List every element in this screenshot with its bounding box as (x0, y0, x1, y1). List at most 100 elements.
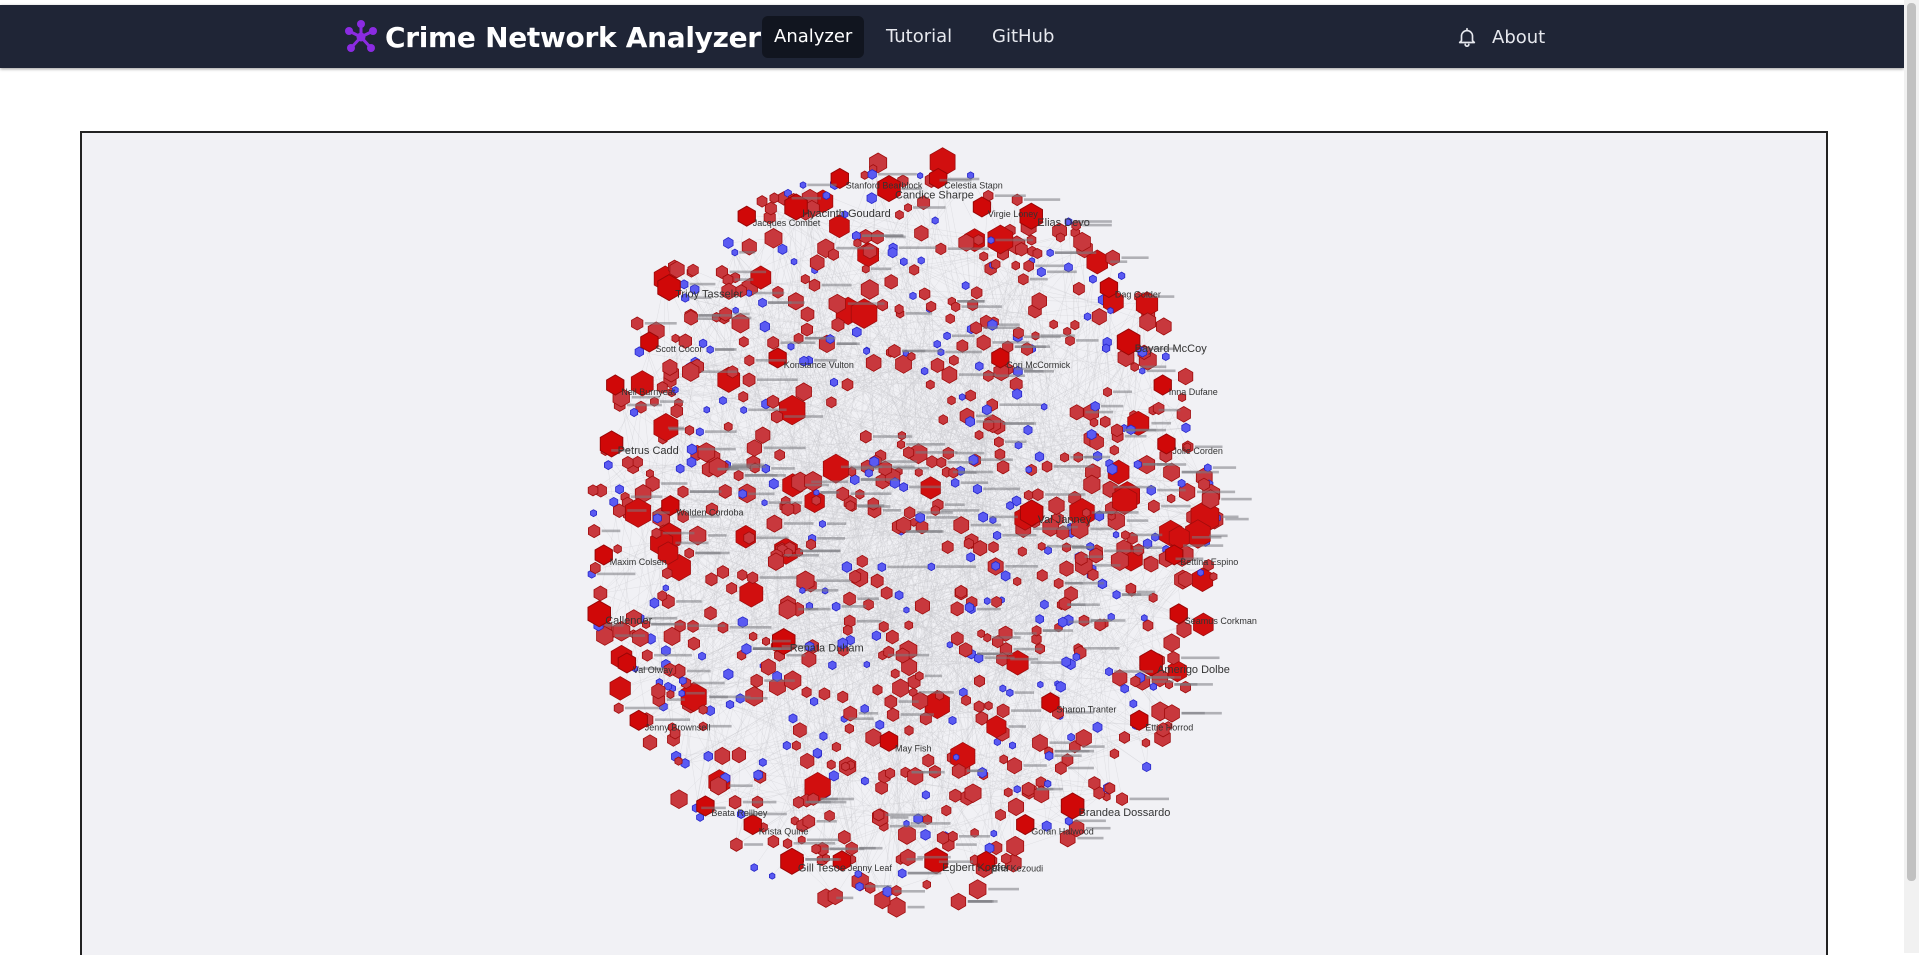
criminal-node[interactable] (1110, 445, 1118, 455)
other-node[interactable] (962, 282, 969, 290)
criminal-node[interactable] (675, 620, 685, 632)
other-node[interactable] (1024, 425, 1032, 435)
criminal-node[interactable] (828, 888, 842, 905)
other-node[interactable] (653, 514, 661, 523)
criminal-node[interactable] (724, 422, 732, 431)
criminal-node[interactable] (885, 695, 897, 709)
criminal-node[interactable] (842, 379, 853, 391)
criminal-node[interactable] (1167, 494, 1175, 503)
criminal-node[interactable] (705, 607, 717, 620)
criminal-node[interactable] (1117, 793, 1128, 806)
criminal-node[interactable] (1122, 531, 1130, 540)
criminal-node[interactable] (1178, 368, 1192, 385)
criminal-node[interactable] (974, 675, 984, 687)
criminal-node[interactable] (652, 528, 661, 538)
criminal-node[interactable] (1016, 243, 1028, 257)
other-node[interactable] (865, 469, 872, 477)
criminal-node[interactable] (743, 373, 755, 387)
criminal-node[interactable] (915, 672, 923, 681)
other-node[interactable] (991, 830, 997, 837)
criminal-node[interactable] (952, 764, 965, 779)
criminal-node[interactable] (663, 359, 677, 375)
criminal-node[interactable] (927, 456, 937, 468)
criminal-node[interactable] (839, 831, 851, 845)
other-node[interactable] (993, 531, 1000, 540)
criminal-node[interactable] (966, 390, 976, 401)
other-node[interactable] (918, 257, 924, 264)
other-node[interactable] (1036, 615, 1044, 624)
other-node[interactable] (1108, 464, 1118, 475)
criminal-node[interactable] (1112, 424, 1123, 437)
criminal-node[interactable] (863, 244, 876, 259)
criminal-node[interactable] (632, 317, 643, 330)
other-node[interactable] (726, 700, 733, 708)
criminal-node[interactable] (874, 809, 884, 821)
other-node[interactable] (759, 298, 767, 307)
criminal-node[interactable] (1075, 552, 1087, 566)
criminal-node[interactable] (788, 293, 803, 310)
other-node[interactable] (1142, 615, 1148, 622)
other-node[interactable] (973, 484, 981, 494)
criminal-node[interactable] (745, 355, 754, 366)
criminal-node[interactable] (1092, 309, 1106, 325)
criminal-node[interactable] (910, 265, 919, 276)
other-node[interactable] (687, 457, 696, 467)
criminal-node[interactable] (905, 204, 912, 212)
other-node[interactable] (959, 394, 965, 401)
other-node[interactable] (898, 869, 906, 878)
criminal-node[interactable] (1140, 313, 1156, 331)
criminal-node[interactable] (1119, 732, 1129, 744)
criminal-node[interactable] (1126, 583, 1136, 594)
criminal-node[interactable] (1000, 755, 1008, 764)
criminal-node[interactable] (997, 704, 1009, 718)
criminal-node[interactable] (1022, 782, 1034, 796)
criminal-node[interactable] (864, 599, 874, 610)
criminal-node[interactable] (974, 541, 987, 556)
other-node[interactable] (736, 694, 744, 704)
other-node[interactable] (704, 751, 713, 761)
other-node[interactable] (932, 217, 938, 224)
criminal-node[interactable] (747, 440, 761, 457)
criminal-node[interactable] (885, 275, 898, 290)
other-node[interactable] (789, 714, 797, 723)
criminal-node[interactable] (1004, 788, 1012, 797)
criminal-node[interactable] (767, 395, 778, 408)
criminal-node[interactable] (1061, 453, 1069, 462)
other-node[interactable] (1089, 275, 1096, 283)
other-node[interactable] (868, 170, 876, 180)
other-node[interactable] (769, 479, 778, 489)
other-node[interactable] (1134, 460, 1141, 468)
criminal-node[interactable] (801, 307, 814, 322)
other-node[interactable] (1062, 657, 1071, 667)
other-node[interactable] (720, 397, 727, 405)
criminal-node[interactable] (919, 288, 930, 300)
other-node[interactable] (864, 661, 870, 667)
criminal-node[interactable] (951, 893, 966, 910)
other-node[interactable] (680, 280, 688, 289)
other-node[interactable] (741, 407, 747, 414)
other-node[interactable] (1143, 762, 1151, 771)
other-node[interactable] (1009, 742, 1015, 749)
criminal-node[interactable] (948, 831, 957, 842)
other-node[interactable] (738, 617, 747, 628)
other-node[interactable] (1007, 502, 1014, 510)
criminal-node[interactable] (879, 461, 892, 476)
other-node[interactable] (916, 513, 925, 523)
criminal-node[interactable] (794, 797, 804, 809)
criminal-node[interactable] (1153, 402, 1164, 414)
other-node[interactable] (778, 244, 787, 254)
criminal-node[interactable] (812, 844, 821, 854)
criminal-node[interactable] (757, 196, 767, 208)
other-node[interactable] (856, 882, 863, 891)
criminal-node[interactable] (1071, 320, 1079, 330)
other-node[interactable] (832, 602, 840, 611)
criminal-node[interactable] (889, 345, 901, 358)
criminal-node[interactable] (1033, 734, 1048, 751)
criminal-node[interactable] (956, 585, 967, 598)
other-node[interactable] (791, 258, 797, 265)
criminal-node[interactable] (808, 793, 819, 805)
other-node[interactable] (976, 362, 984, 371)
other-node[interactable] (1041, 404, 1047, 411)
criminal-node[interactable] (613, 504, 625, 518)
